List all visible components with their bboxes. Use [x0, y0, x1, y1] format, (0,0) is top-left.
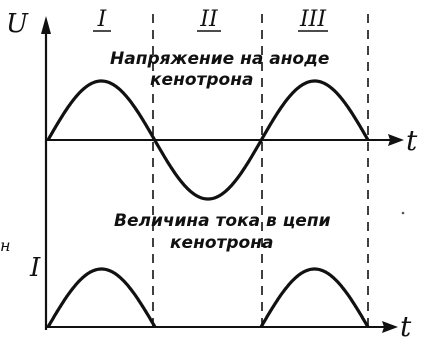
period-label-1: I	[93, 7, 111, 32]
time-axis-upper-arrow	[388, 134, 404, 146]
vertical-axis-arrow	[41, 16, 51, 34]
svg-text:II: II	[199, 7, 219, 32]
svg-text:III: III	[299, 7, 327, 32]
period-label-3: III	[298, 7, 328, 32]
anode-voltage-wave	[46, 79, 370, 201]
current-pulse-second	[259, 267, 370, 328]
stray-dot	[401, 211, 405, 215]
stray-mark: н	[0, 236, 11, 255]
caption-voltage-line2: кенотрона	[150, 70, 253, 90]
axis-label-u: U	[6, 9, 29, 39]
caption-current-line2: кенотрона	[170, 233, 273, 253]
current-pulse-first	[46, 267, 157, 328]
caption-current-line1: Величина тока в цепи	[114, 211, 331, 231]
period-label-2: II	[197, 7, 221, 32]
svg-text:I: I	[97, 7, 108, 32]
time-axis-lower-arrow	[382, 321, 398, 333]
axis-label-i: I	[29, 253, 41, 283]
axis-label-t-upper: t	[406, 124, 418, 157]
caption-voltage-line1: Напряжение на аноде	[110, 49, 329, 69]
axis-label-t-lower: t	[400, 310, 412, 337]
